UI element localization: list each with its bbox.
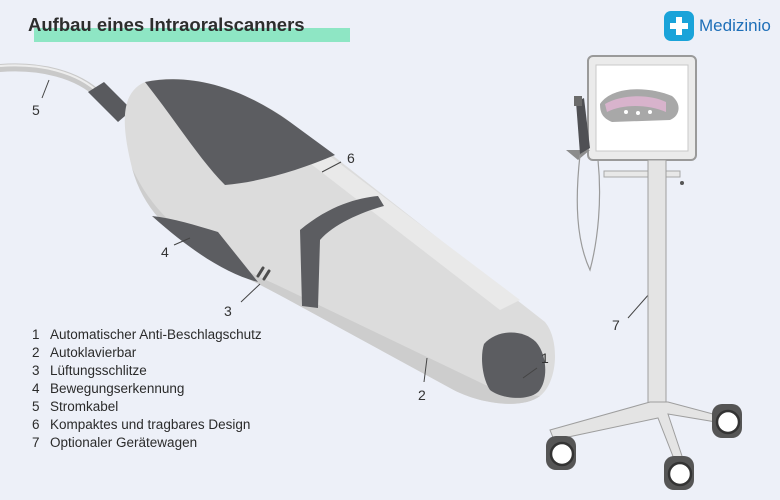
callout-line-3: [240, 283, 261, 303]
callout-5: 5: [32, 102, 40, 118]
callout-6: 6: [347, 150, 355, 166]
cable-connector: [88, 82, 132, 122]
scanner-top-shade: [148, 83, 520, 311]
cart-base: [549, 401, 729, 465]
cart-wheel: [546, 436, 576, 470]
cart-handle-bar: [603, 170, 681, 178]
page-title: Aufbau eines Intraoralscanners: [28, 14, 305, 35]
callout-line-6: [321, 161, 342, 173]
callout-line-2: [423, 357, 428, 383]
medical-cross-icon: [664, 11, 694, 41]
vent-slits-icon: [256, 266, 271, 281]
cart-scanner-holder: [566, 150, 590, 160]
callout-line-4: [173, 237, 191, 246]
title-highlight: [34, 28, 350, 42]
callout-3: 3: [224, 303, 232, 319]
cart-wheel: [664, 456, 694, 490]
callout-4: 4: [161, 244, 169, 260]
scanner-side-band: [300, 196, 384, 308]
brand-name: Medizinio: [699, 16, 771, 35]
callout-7: 7: [612, 317, 620, 333]
cart-handpiece: [576, 98, 590, 154]
cart-pole: [647, 159, 667, 411]
callout-line-1: [522, 367, 538, 379]
scanner-tip-window: [482, 332, 546, 398]
motion-sensor-panel: [152, 216, 258, 282]
device-cart: [546, 55, 742, 490]
callout-2: 2: [418, 387, 426, 403]
callout-1: 1: [541, 350, 549, 366]
cart-cable: [576, 154, 601, 272]
cart-wheel: [712, 404, 742, 438]
title-block: Aufbau eines Intraoralscanners: [28, 14, 350, 42]
brand: Medizinio: [664, 11, 771, 41]
scanner-top-cap: [145, 79, 335, 185]
callout-line-7: [627, 292, 651, 319]
callout-line-5: [41, 79, 50, 99]
